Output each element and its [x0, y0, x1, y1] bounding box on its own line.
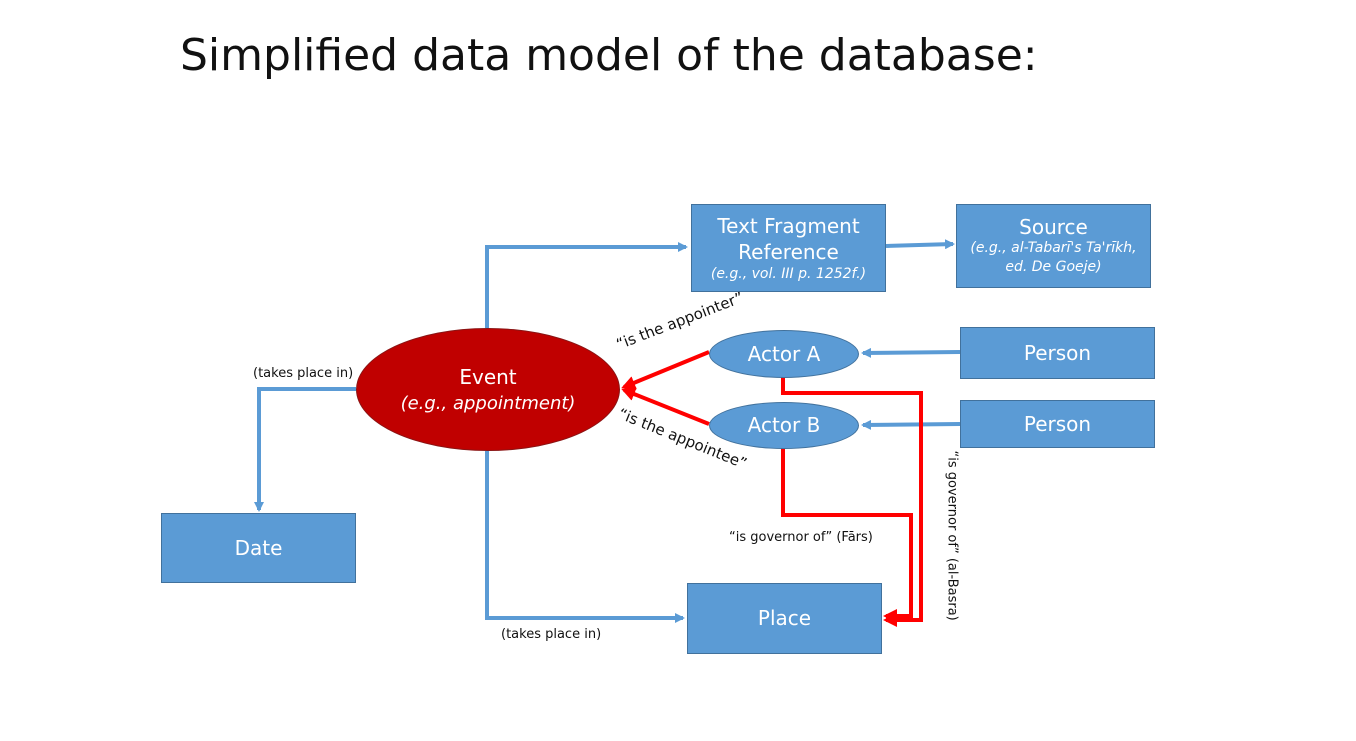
actor-b-node: Actor B [709, 402, 859, 449]
person-b-label: Person [1023, 411, 1092, 436]
actor-a-node: Actor A [709, 330, 859, 378]
event-place-edge-label: (takes place in) [501, 627, 602, 642]
text-fragment-to-source-arrow [885, 239, 955, 250]
actor-a-to-event-arrow [621, 350, 710, 390]
source-box: Source (e.g., al-Tabarī's Ta'rīkh, ed. D… [956, 204, 1151, 288]
actor-b-to-place-arrow [781, 448, 913, 623]
actor-a-label: Actor A [747, 341, 821, 366]
person-a-label: Person [1023, 340, 1092, 365]
date-label: Date [234, 535, 283, 560]
text-fragment-example: (e.g., vol. III p. 1252f.) [710, 265, 867, 282]
text-fragment-label-line2: Reference [738, 239, 839, 264]
date-box: Date [161, 513, 356, 583]
event-node: Event (e.g., appointment) [356, 328, 620, 451]
event-to-place-arrow [485, 451, 685, 623]
event-date-edge-label: (takes place in) [253, 366, 354, 381]
text-fragment-reference-box: Text Fragment Reference (e.g., vol. III … [691, 204, 886, 292]
governor-fars-edge-label: “is governor of” (Fārs) [729, 530, 873, 545]
source-example-line1: (e.g., al-Tabarī's Ta'rīkh, [970, 240, 1137, 257]
source-label: Source [1019, 215, 1088, 240]
event-label: Event [459, 365, 517, 390]
event-example: (e.g., appointment) [400, 393, 576, 415]
event-to-text-fragment-arrow [485, 242, 688, 328]
place-box: Place [687, 583, 882, 654]
actor-a-to-place-arrow [781, 377, 923, 627]
actor-b-to-event-arrow [621, 387, 710, 426]
page-title: Simplified data model of the database: [180, 30, 1038, 81]
event-to-date-arrow [254, 387, 356, 512]
person-to-actor-b-arrow [861, 419, 961, 430]
person-to-actor-a-arrow [861, 347, 961, 358]
actor-b-label: Actor B [747, 413, 821, 437]
source-example-line2: ed. De Goeje) [1005, 259, 1102, 275]
place-label: Place [757, 606, 812, 630]
person-a-box: Person [960, 327, 1155, 379]
governor-basra-edge-label: “is governor of” (al-Basra) [944, 450, 960, 621]
person-b-box: Person [960, 400, 1155, 448]
text-fragment-label-line1: Text Fragment [717, 213, 860, 238]
